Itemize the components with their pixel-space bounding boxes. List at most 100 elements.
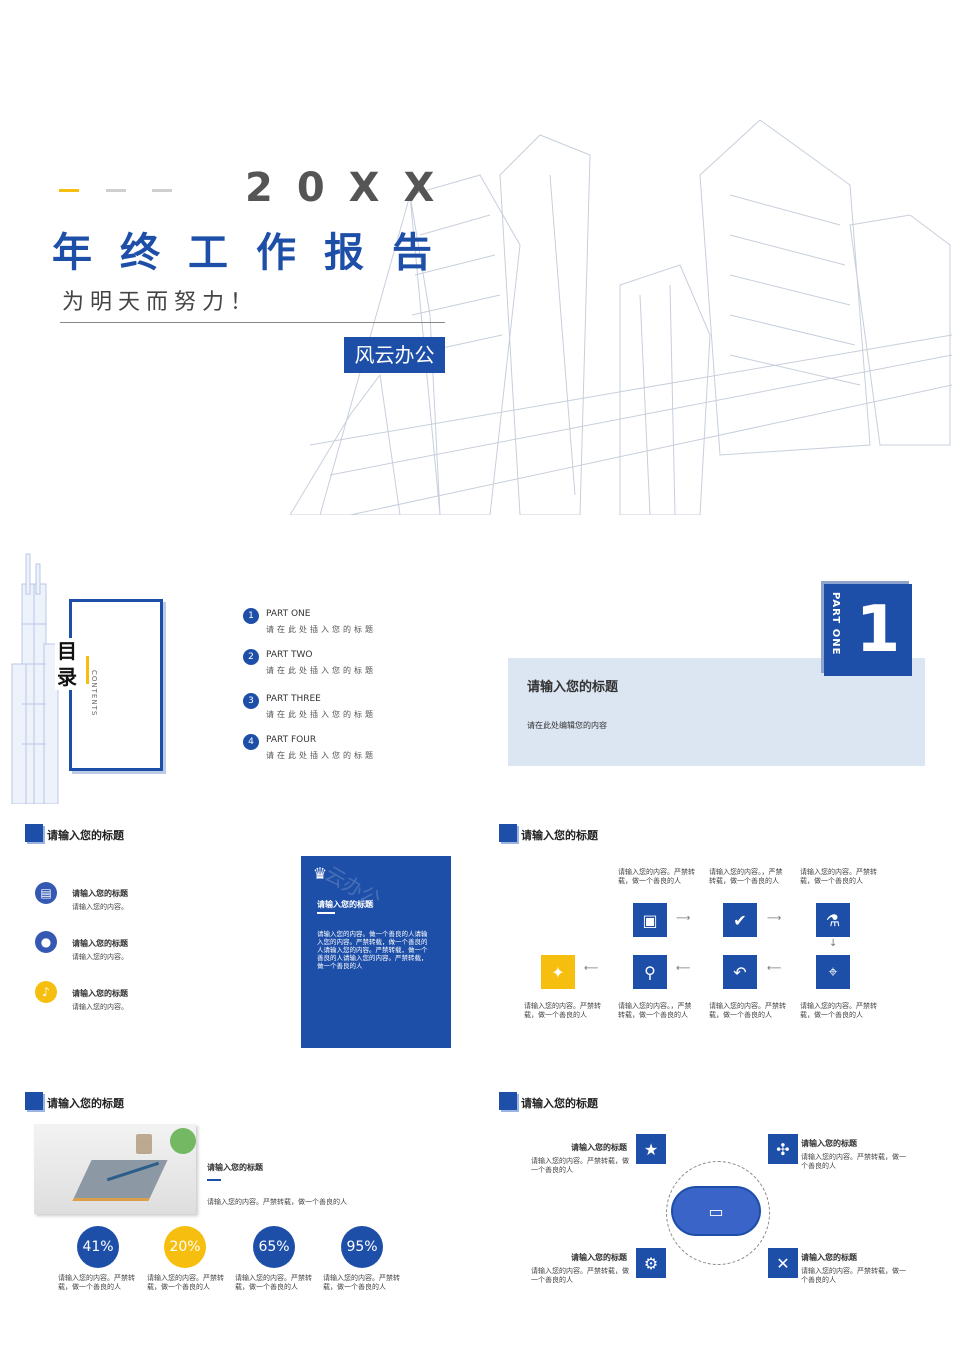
notebook-photo bbox=[34, 1124, 196, 1214]
hub-center-pill[interactable]: ▭ bbox=[673, 1188, 759, 1234]
toc-number-badge: 1 bbox=[243, 608, 259, 624]
toc-item-desc: 请在此处插入您的标题 bbox=[266, 625, 376, 634]
user-search-icon[interactable]: ⚲ bbox=[633, 955, 667, 989]
part-one-badge: PART ONE 1 bbox=[824, 584, 912, 676]
part-one-panel bbox=[508, 658, 925, 766]
toc-slide: 目录 CONTENTS 1 PART ONE 请在此处插入您的标题 2 PART… bbox=[0, 540, 480, 810]
card-title: 请输入您的标题 bbox=[317, 900, 373, 909]
toc-item[interactable]: 4 PART FOUR 请在此处插入您的标题 bbox=[243, 733, 443, 773]
flow-text: 请输入您的内容。，严禁转载，做一个善良的人 bbox=[618, 1002, 692, 1019]
stat-text: 请输入您的内容。严禁转载，做一个善良的人 bbox=[323, 1274, 400, 1291]
lightbulb-icon: ● bbox=[35, 931, 57, 953]
cover-brand-badge: 风云办公 bbox=[344, 337, 445, 373]
toc-item-part: PART THREE bbox=[266, 694, 321, 704]
arrow-right-icon: ⟶ bbox=[767, 913, 782, 924]
slide-process-flow: 请输入您的标题 请输入您的内容。严禁转载，做一个善良的人 请输入您的内容。，严禁… bbox=[480, 810, 960, 1070]
section-square bbox=[499, 1092, 517, 1110]
section-square bbox=[25, 824, 43, 842]
star-badge-icon[interactable]: ★ bbox=[636, 1134, 666, 1164]
stat-circle: 65% bbox=[253, 1226, 295, 1268]
toc-yellow-bar bbox=[86, 656, 89, 684]
slide-hub: 请输入您的标题 ▭ 请输入您的标题 请输入您的内容。严禁转载，做一个善良的人 ★… bbox=[480, 1080, 960, 1340]
info-card: ♛ 云办公 请输入您的标题 请输入您的内容。做一个善良的人请输入您的内容。严禁转… bbox=[301, 856, 451, 1048]
card-body: 请输入您的内容。做一个善良的人请输入您的内容。严禁转载，做一个善良的人请输入您的… bbox=[317, 930, 428, 970]
arrow-left-icon: ⟵ bbox=[676, 963, 691, 974]
toc-title: 目录 bbox=[55, 638, 79, 690]
toc-subtitle: CONTENTS bbox=[90, 670, 98, 717]
icon-list-item[interactable]: ● 请输入您的标题 请输入您的内容。 bbox=[35, 931, 255, 971]
slide-icon-list: 请输入您的标题 ▤ 请输入您的标题 请输入您的内容。 ● 请输入您的标题 请输入… bbox=[0, 810, 480, 1070]
flow-text: 请输入您的内容。严禁转载，做一个善良的人 bbox=[524, 1002, 601, 1019]
toc-frame bbox=[69, 599, 163, 771]
item-title: 请输入您的标题 bbox=[72, 889, 128, 898]
toc-item-part: PART TWO bbox=[266, 650, 313, 660]
item-desc: 请输入您的内容。 bbox=[72, 903, 128, 911]
section-title: 请输入您的标题 bbox=[47, 829, 124, 842]
arrow-left-icon: ⟵ bbox=[767, 963, 782, 974]
toc-number-badge: 2 bbox=[243, 649, 259, 665]
item-desc: 请输入您的内容。 bbox=[72, 953, 128, 961]
stat-text: 请输入您的内容。严禁转载，做一个善良的人 bbox=[235, 1274, 312, 1291]
return-arrow-icon[interactable]: ↶ bbox=[723, 955, 757, 989]
hub-item-desc: 请输入您的内容。严禁转载，做一个善良的人 bbox=[531, 1267, 629, 1284]
toc-item[interactable]: 1 PART ONE 请在此处插入您的标题 bbox=[243, 607, 443, 648]
item-title: 请输入您的标题 bbox=[72, 939, 128, 948]
stats-desc: 请输入您的内容。严禁转载，做一个善良的人 bbox=[207, 1198, 347, 1206]
icon-list-item[interactable]: ▤ 请输入您的标题 请输入您的内容。 bbox=[35, 882, 255, 922]
flow-text: 请输入您的内容。严禁转载，做一个善良的人 bbox=[709, 1002, 786, 1019]
hub-item-desc: 请输入您的内容。严禁转载，做一个善良的人 bbox=[801, 1153, 906, 1170]
flow-text: 请输入您的内容。严禁转载，做一个善良的人 bbox=[800, 868, 877, 885]
tools-icon[interactable]: ✕ bbox=[768, 1248, 798, 1278]
delivery-truck-icon[interactable]: ▣ bbox=[633, 903, 667, 937]
document-icon: ▤ bbox=[35, 882, 57, 904]
stat-circle: 20% bbox=[164, 1226, 206, 1268]
part-one-content: 请在此处编辑您的内容 bbox=[527, 721, 607, 730]
accent-dash-yellow bbox=[59, 189, 79, 192]
tower-illustration bbox=[11, 553, 59, 804]
toc-item-desc: 请在此处插入您的标题 bbox=[266, 710, 376, 719]
part-one-number: 1 bbox=[855, 593, 901, 667]
section-square bbox=[499, 824, 517, 842]
arrow-right-icon: ⟶ bbox=[676, 913, 691, 924]
stat-circle: 95% bbox=[341, 1226, 383, 1268]
accent-dash-gray bbox=[106, 189, 126, 192]
toc-item[interactable]: 3 PART THREE 请在此处插入您的标题 bbox=[243, 692, 443, 733]
part-one-slide: 请输入您的标题 请在此处编辑您的内容 PART ONE 1 bbox=[480, 540, 960, 810]
checkmark-icon[interactable]: ✔ bbox=[723, 903, 757, 937]
hub-item-title: 请输入您的标题 bbox=[571, 1143, 627, 1152]
flow-text: 请输入您的内容。，严禁转载，做一个善良的人 bbox=[709, 868, 783, 885]
running-figure-icon[interactable]: ✦ bbox=[541, 955, 575, 989]
location-pin-icon[interactable]: ⌖ bbox=[816, 955, 850, 989]
hub-dashed-circle bbox=[666, 1161, 770, 1265]
item-desc: 请输入您的内容。 bbox=[72, 1003, 128, 1011]
icon-list-item[interactable]: ♪ 请输入您的标题 请输入您的内容。 bbox=[35, 981, 255, 1021]
cover-slide: 20XX 年终工作报告 为明天而努力！ 风云办公 bbox=[0, 0, 960, 520]
hub-item-desc: 请输入您的内容。严禁转载，做一个善良的人 bbox=[531, 1157, 629, 1174]
hub-item-title: 请输入您的标题 bbox=[801, 1139, 857, 1148]
toc-list: 1 PART ONE 请在此处插入您的标题 2 PART TWO 请在此处插入您… bbox=[243, 607, 443, 773]
arrow-down-icon: ↓ bbox=[829, 938, 838, 949]
accent-dash-gray bbox=[152, 189, 172, 192]
lab-flask-icon[interactable]: ⚗ bbox=[816, 903, 850, 937]
toc-item-part: PART ONE bbox=[266, 609, 311, 619]
compass-icon[interactable]: ✣ bbox=[768, 1134, 798, 1164]
gear-icon[interactable]: ⚙ bbox=[636, 1248, 666, 1278]
card-title-underline bbox=[317, 912, 335, 914]
flow-text: 请输入您的内容。严禁转载，做一个善良的人 bbox=[618, 868, 695, 885]
cover-subtitle: 为明天而努力！ bbox=[62, 290, 259, 315]
crown-person-icon: ♛ bbox=[312, 864, 328, 883]
plant-shape bbox=[170, 1128, 196, 1154]
toc-item-part: PART FOUR bbox=[266, 735, 317, 745]
cover-year: 20XX bbox=[245, 165, 459, 211]
stat-text: 请输入您的内容。严禁转载，做一个善良的人 bbox=[58, 1274, 135, 1291]
toc-item-desc: 请在此处插入您的标题 bbox=[266, 751, 376, 760]
section-title: 请输入您的标题 bbox=[521, 1097, 598, 1110]
toc-number-badge: 4 bbox=[243, 734, 259, 750]
coffee-cup-shape bbox=[136, 1134, 152, 1154]
toc-item-desc: 请在此处插入您的标题 bbox=[266, 666, 376, 675]
flow-text: 请输入您的内容。严禁转载，做一个善良的人 bbox=[800, 1002, 877, 1019]
toc-item[interactable]: 2 PART TWO 请在此处插入您的标题 bbox=[243, 648, 443, 692]
slide-stats: 请输入您的标题 请输入您的标题 请输入您的内容。严禁转载，做一个善良的人 41%… bbox=[0, 1080, 480, 1340]
hub-item-desc: 请输入您的内容。严禁转载，做一个善良的人 bbox=[801, 1267, 906, 1284]
arrow-left-icon: ⟵ bbox=[584, 963, 599, 974]
